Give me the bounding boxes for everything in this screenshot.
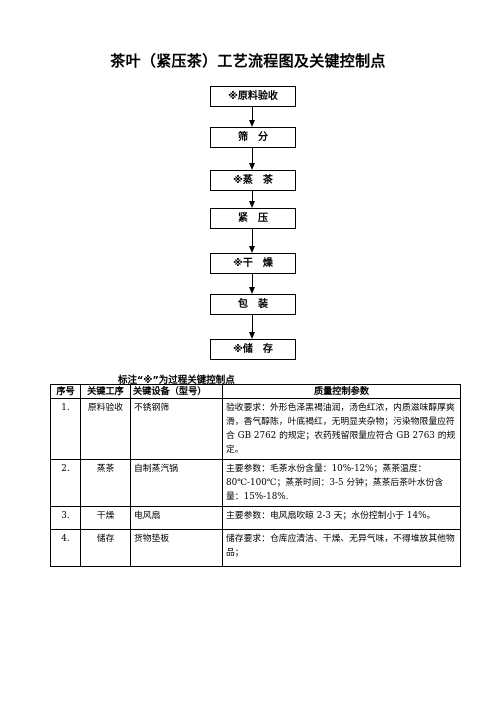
table-row: 4. 储存 货物垫板 储存要求：仓库应清洁、干燥、无异气味，不得堆放其他物品； xyxy=(50,529,461,567)
cell-equipment: 自制蒸汽锅 xyxy=(130,459,223,507)
flow-arrow xyxy=(249,148,255,170)
flow-step-steaming: ※蒸 茶 xyxy=(210,170,296,191)
header-no: 序号 xyxy=(50,384,81,399)
cell-no: 1. xyxy=(50,398,81,460)
flow-step-packaging: 包 装 xyxy=(210,294,296,315)
flow-arrow xyxy=(249,191,255,208)
flow-arrow xyxy=(249,274,255,294)
flow-arrow xyxy=(249,315,255,339)
table-row: 1. 原料验收 不锈钢筛 验收要求：外形色泽黑褐油润，汤色红浓，内质滋味醇厚爽滑… xyxy=(50,398,461,460)
cell-params: 主要参数：毛茶水份含量：10%-12%；蒸茶温度：80℃-100℃；蒸茶时间：3… xyxy=(222,459,461,507)
table-header-row: 序号 关键工序 关键设备（型号） 质量控制参数 xyxy=(50,384,461,399)
flow-step-sieving: 筛 分 xyxy=(210,127,296,148)
cell-process: 原料验收 xyxy=(80,398,131,460)
cell-no: 3. xyxy=(50,506,81,530)
cell-no: 4. xyxy=(50,529,81,567)
flow-step-storage: ※储 存 xyxy=(210,339,296,360)
cell-params: 验收要求：外形色泽黑褐油润，汤色红浓，内质滋味醇厚爽滑，香气醇陈，叶底褐红，无明… xyxy=(222,398,461,460)
page-title: 茶叶（紧压茶）工艺流程图及关键控制点 xyxy=(110,52,386,70)
flow-arrow xyxy=(249,229,255,253)
header-process: 关键工序 xyxy=(80,384,131,399)
table-row: 2. 蒸茶 自制蒸汽锅 主要参数：毛茶水份含量：10%-12%；蒸茶温度：80℃… xyxy=(50,459,461,507)
cell-process: 干燥 xyxy=(80,506,131,530)
cell-process: 储存 xyxy=(80,529,131,567)
cell-equipment: 电风扇 xyxy=(130,506,223,530)
key-control-point-note: 标注“※”为过程关键控制点 xyxy=(118,375,235,386)
cell-params: 主要参数：电风扇吹晾 2-3 天；水份控制小于 14%。 xyxy=(222,506,461,530)
table-row: 3. 干燥 电风扇 主要参数：电风扇吹晾 2-3 天；水份控制小于 14%。 xyxy=(50,506,461,530)
flow-step-drying: ※干 燥 xyxy=(210,253,296,274)
flow-arrow xyxy=(249,107,255,127)
cell-equipment: 货物垫板 xyxy=(130,529,223,567)
cell-equipment: 不锈钢筛 xyxy=(130,398,223,460)
flow-step-pressing: 紧 压 xyxy=(210,208,296,229)
cell-process: 蒸茶 xyxy=(80,459,131,507)
control-parameters-table: 序号 关键工序 关键设备（型号） 质量控制参数 1. 原料验收 不锈钢筛 验收要… xyxy=(50,384,461,567)
header-params: 质量控制参数 xyxy=(222,384,461,399)
flow-step-raw-material-acceptance: ※原料验收 xyxy=(210,86,296,107)
header-equipment: 关键设备（型号） xyxy=(130,384,223,399)
cell-no: 2. xyxy=(50,459,81,507)
cell-params: 储存要求：仓库应清洁、干燥、无异气味，不得堆放其他物品； xyxy=(222,529,461,567)
